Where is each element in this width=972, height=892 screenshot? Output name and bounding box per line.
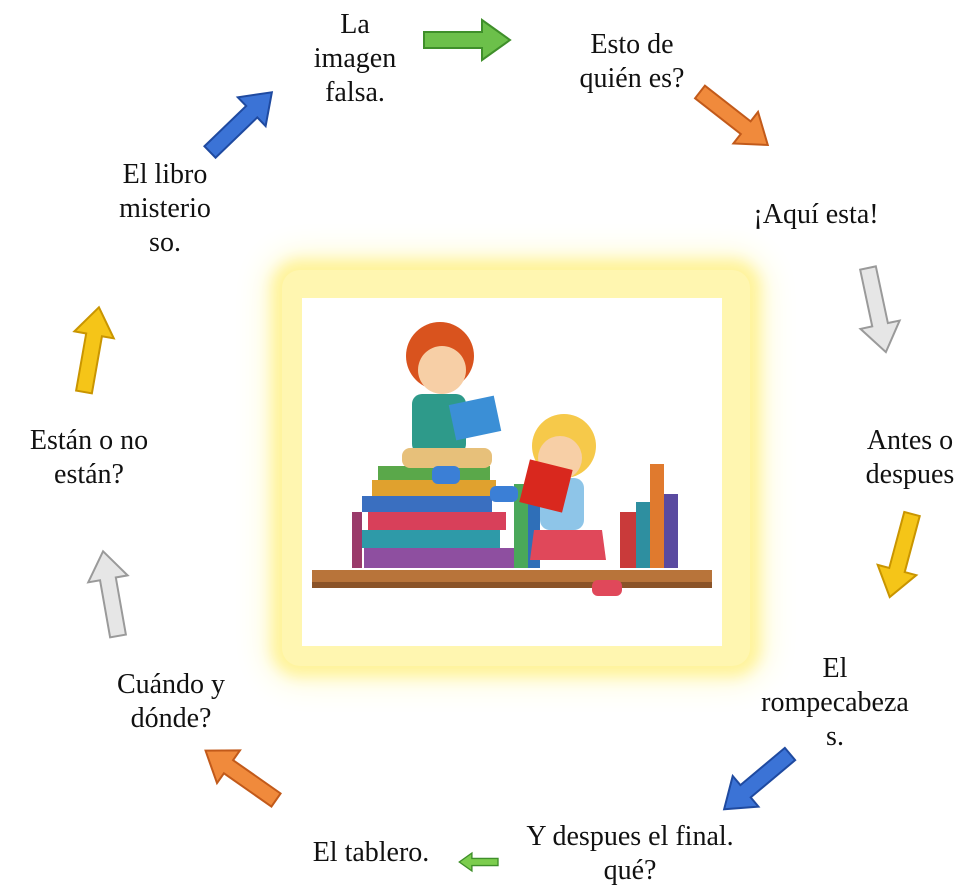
arrow-yellow-left-icon	[63, 302, 120, 397]
node-el-rompecabezas: El rompecabeza s.	[761, 653, 909, 752]
center-image-frame	[302, 298, 722, 646]
arrow-orange-lower-left-icon	[193, 733, 289, 818]
node-cuando-y-donde: Cuándo y dónde?	[116, 669, 226, 734]
node-antes-o-despues: Antes o despues	[865, 425, 955, 490]
node-estan-o-no-estan: Están o no están?	[29, 425, 149, 490]
arrow-yellow-right-icon	[869, 507, 933, 604]
arrow-gray-left-icon	[82, 546, 139, 641]
node-el-tablero: El tablero.	[312, 837, 430, 868]
node-aqui-esta: ¡Aquí esta!	[753, 199, 879, 230]
node-el-libro-misterioso: El libro misterio so.	[119, 159, 211, 258]
arrow-green-top-icon	[423, 19, 511, 61]
node-la-imagen-falsa: La imagen falsa.	[313, 9, 397, 108]
node-esto-de-quien-es: Esto de quién es?	[579, 29, 685, 94]
node-y-despues-el-final: Y despues el final. qué?	[526, 821, 734, 886]
arrow-gray-right-icon	[847, 262, 907, 358]
arrow-green-bottom-icon	[458, 852, 499, 872]
arrow-blue-upper-left-icon	[195, 76, 287, 168]
children-reading-books-illustration	[312, 322, 712, 596]
